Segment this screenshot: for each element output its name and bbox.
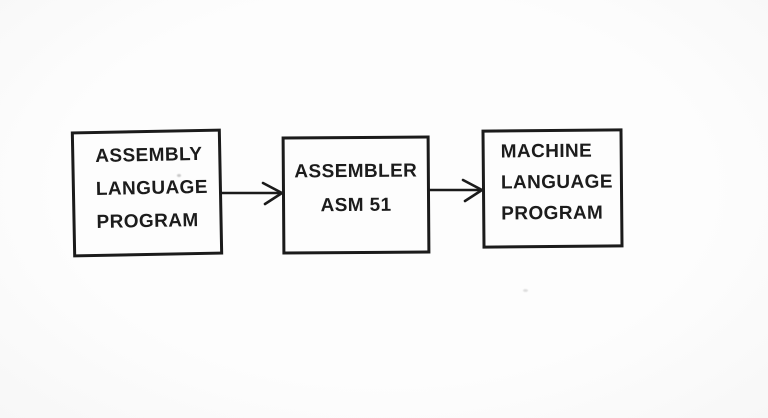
node-label-line: MACHINE (500, 140, 593, 163)
arrow-assembly-to-assembler (219, 181, 284, 206)
node-assembler-asm51: ASSEMBLER ASM 51 (281, 135, 431, 255)
scan-speck (177, 174, 181, 177)
node-label-line: ASSEMBLER (294, 160, 418, 183)
node-label-line: ASSEMBLY (95, 143, 203, 167)
scan-speck (523, 289, 528, 292)
node-label-line: PROGRAM (96, 210, 199, 233)
arrow-assembler-to-machine (427, 178, 484, 203)
node-label-line: PROGRAM (501, 202, 604, 225)
node-assembly-language-program: ASSEMBLY LANGUAGE PROGRAM (70, 128, 224, 258)
node-label-line: LANGUAGE (500, 171, 613, 194)
node-label-line: ASM 51 (320, 194, 392, 217)
node-label-line: LANGUAGE (95, 176, 209, 200)
node-machine-language-program: MACHINE LANGUAGE PROGRAM (481, 128, 624, 249)
